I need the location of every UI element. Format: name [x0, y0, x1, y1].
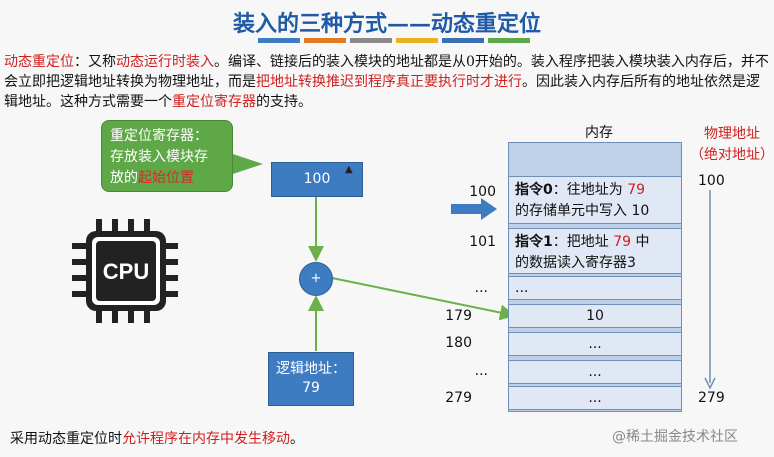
cell-highlight: 79 [613, 234, 632, 250]
color-segment [304, 38, 346, 43]
slide-title: 装入的三种方式——动态重定位 [232, 11, 541, 37]
intro-text: 。编译、链接后的装入模块的地址都是从0开始的。装入程序把装入模块装入内存后，并不… [4, 54, 769, 90]
physical-address-start: 100 [698, 173, 725, 189]
memory-address: 101 [469, 234, 496, 250]
memory-cell-instruction1: 指令1：把地址 79 中的数据读入寄存器3 [508, 228, 682, 274]
watermark: @稀土掘金技术社区 [612, 429, 738, 445]
logical-address-value: 79 [302, 380, 320, 396]
memory-address: ... [474, 363, 488, 379]
intro-highlight: 重定位寄存器 [172, 94, 256, 110]
memory-cell: ... [508, 276, 682, 300]
intro-highlight: 把地址转换推迟到程序真正要执行时才进行 [256, 74, 522, 90]
adder-to-memory-arrow [331, 277, 516, 321]
color-segment [488, 38, 530, 43]
callout-line: 放的起始位置 [110, 170, 194, 186]
memory-address: 180 [445, 335, 472, 351]
relocation-register-box: 100 [271, 162, 363, 197]
logical-address-box: 逻辑地址： 79 [268, 352, 354, 406]
cell-text: 指令1：把地址 79 中的数据读入寄存器3 [515, 234, 650, 271]
intro-paragraph: 动态重定位：又称动态运行时装入。编译、链接后的装入模块的地址都是从0开始的。装入… [4, 52, 770, 112]
current-instruction-arrow-icon [451, 198, 497, 220]
intro-highlight: 动态运行时装入 [116, 54, 214, 70]
callout-highlight: 起始位置 [138, 170, 194, 186]
adder-circle: + [299, 262, 333, 296]
callout-line: 存放装入模块存 [110, 149, 208, 165]
physical-address-end: 279 [698, 390, 725, 406]
callout-pointer [233, 154, 263, 174]
physical-address-title: 物理地址 （绝对地址） [690, 126, 774, 163]
physical-range-arrowhead [704, 377, 716, 390]
intro-text: 。因此装入内存后所有的地址依然是逻辑地址。这种方式需要一个 [4, 74, 760, 110]
cell-highlight: 79 [627, 182, 646, 198]
intro-text: 的支持。 [256, 94, 312, 110]
color-segment [442, 38, 484, 43]
logical-address-label: 逻辑地址： [276, 361, 346, 377]
relocation-register-callout: 重定位寄存器： 存放装入模块存 放的起始位置 [101, 120, 233, 192]
memory-cell: ... [508, 332, 682, 356]
title-color-bar [258, 38, 530, 43]
memory-address: ... [474, 280, 488, 296]
memory-cell: ... [508, 386, 682, 410]
memory-address: 100 [469, 184, 496, 200]
mouse-cursor-icon: ▲ [345, 164, 353, 175]
color-segment [350, 38, 392, 43]
intro-text: ：又称 [74, 54, 116, 70]
memory-cell-179: 10 [508, 304, 682, 328]
color-segment [396, 38, 438, 43]
bottom-note: 采用动态重定位时允许程序在内存中发生移动。 [10, 431, 304, 447]
callout-line: 重定位寄存器： [110, 128, 208, 144]
memory-header: 内存 [585, 125, 613, 141]
memory-cell: ... [508, 360, 682, 384]
cpu-label: CPU [103, 259, 149, 284]
intro-term: 动态重定位 [4, 54, 74, 70]
cpu-chip-icon: CPU [72, 219, 178, 323]
memory-address: 179 [445, 308, 472, 324]
memory-address: 279 [445, 390, 472, 406]
bottom-highlight: 允许程序在内存中发生移动 [122, 431, 290, 447]
color-segment [258, 38, 300, 43]
